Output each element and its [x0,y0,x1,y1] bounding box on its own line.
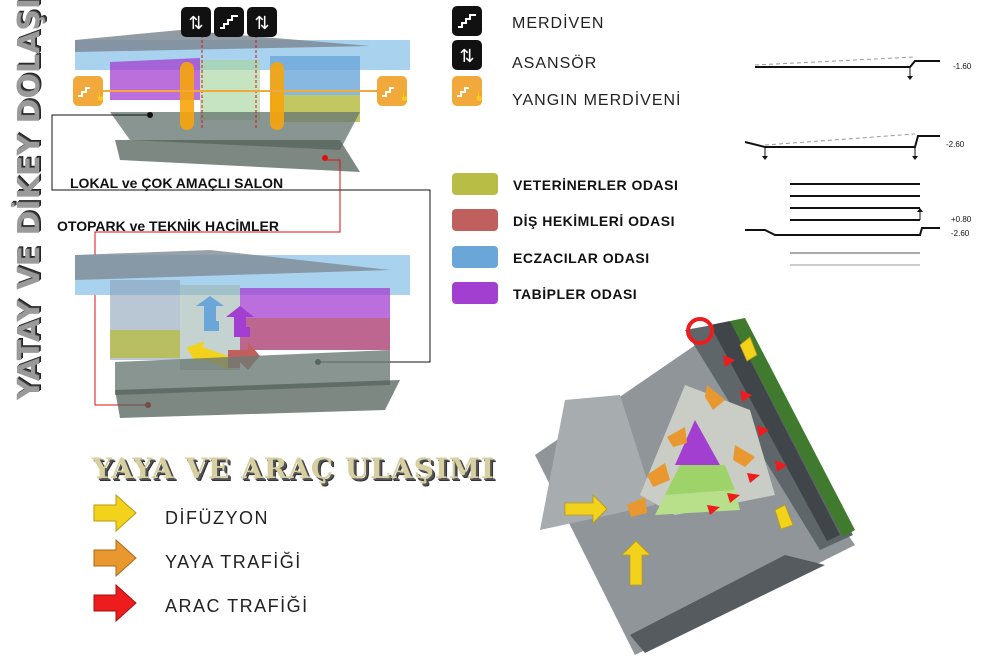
dis-hekimleri-label: DİŞ HEKİMLERİ ODASI [513,213,675,229]
fire-stairs-icon: ✋ [377,76,411,106]
diffusion-label: DİFÜZYON [165,508,269,528]
veterinerler-label: VETERİNERLER ODASI [513,177,679,193]
pedestrian-arrow-icon [93,538,137,578]
upper-callout: LOKAL ve ÇOK AMAÇLI SALON [70,175,284,191]
legend-elevator-label: ASANSÖR [512,55,598,72]
site-plan-map [535,317,855,655]
upper-section-diagram [75,20,410,172]
elevator-icon: ⇅ [181,7,211,37]
vehicle-arrow-icon [93,583,137,623]
legend-fire-stairs-label: YANGIN MERDİVENİ [512,92,682,109]
tabipler-block [110,58,200,100]
stairs-icon [214,7,244,37]
tabipler-swatch [452,282,498,304]
lower-callout: OTOPARK ve TEKNİK HACİMLER [57,218,279,234]
svg-text:⇅: ⇅ [459,46,474,67]
elevator-icon: ⇅ [452,40,482,70]
veterinerler-swatch [452,173,498,195]
dis-hekimleri-swatch [452,209,498,231]
eczacilar-swatch [452,246,498,268]
pedestrian-label: YAYA TRAFİĞİ [165,552,302,572]
fire-stairs-icon: ✋ [73,76,107,106]
lower-section-diagram [75,250,410,418]
diffusion-arrow-icon [93,493,137,533]
level-b: -2.60 [946,140,965,149]
tabipler-label: TABİPLER ODASI [513,286,638,302]
svg-text:⇅: ⇅ [254,13,269,34]
level-a: -1.60 [953,62,972,71]
elevator-icon: ⇅ [247,7,277,37]
level-c2: -2.60 [951,229,970,238]
fire-stairs-icon: ✋ [452,76,486,106]
eczacilar-label: ECZACILAR ODASI [513,250,650,266]
legend-stairs-label: MERDİVEN [512,15,605,32]
vehicle-label: ARAC TRAFİĞİ [165,596,309,616]
eczacilar-block [270,56,360,95]
access-title: YAYA VE ARAÇ ULAŞIMI [92,452,496,485]
section-level-diagrams [744,56,940,266]
stairs-icon [452,6,482,36]
svg-text:✋: ✋ [474,90,482,103]
level-c1: +0.80 [951,215,972,224]
svg-text:⇅: ⇅ [188,13,203,34]
